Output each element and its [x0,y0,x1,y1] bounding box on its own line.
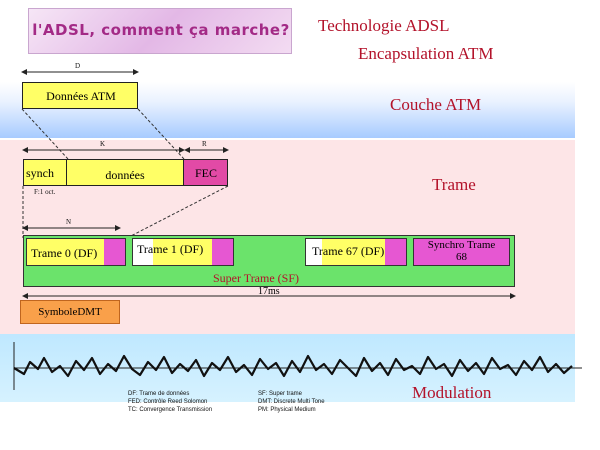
frame-67-data-segment [322,238,386,266]
dmt-waveform [13,354,573,378]
frame-1-label: Trame 1 (DF) [137,242,204,256]
fec-label: FEC [194,166,217,180]
legend-item: TC: Convergence Transmission [128,407,213,413]
frame-0-fec-segment [104,238,126,266]
atm-data-cell: Données ATM [22,82,138,109]
dmt-symbol-label: SymboleDMT [38,306,102,318]
title-banner: l'ADSL, comment ça marche? [28,8,292,54]
super-frame-label: Super Trame (SF) [213,271,300,285]
super-frame-duration: 17ms [258,286,280,297]
donnees-cell: données [67,159,184,186]
page-title-line2: Encapsulation ATM [358,44,494,63]
synch-cell: synch [23,159,67,186]
frame-1-fec-segment [212,238,234,266]
frame-1-data-segment [153,238,213,266]
banner-title: l'ADSL, comment ça marche? [32,21,290,39]
frame-1-synch-segment [132,238,154,266]
d-dimension-label: D [75,62,81,70]
legend-item: FED: Contrôle Reed Solomon [128,399,208,405]
frame-67-fec-segment [385,238,407,266]
synch-size-label: F:1 oct. [34,188,56,196]
legend-right: SF: Super trame DMT: Discrete Multi Tone… [258,390,325,414]
sync-frame-68-label-line1: Synchro Trame [427,239,496,251]
n-dimension-label: N [66,218,72,226]
synch-label: synch [26,166,54,180]
legend-item: PM: Physical Medium [258,407,316,413]
frame-0-label: Trame 0 (DF) [31,246,98,260]
fec-cell: FEC [183,159,228,186]
page-title-line1: Technologie ADSL [318,16,450,35]
atm-data-label: Données ATM [46,89,116,103]
trame-layer-label: Trame [432,175,476,194]
legend-left: DF: Trame de données FED: Contrôle Reed … [128,390,212,414]
atm-layer-label: Couche ATM [390,95,482,114]
frame-67-synch-segment [305,238,323,266]
legend-item: DF: Trame de données [128,391,190,397]
r-dimension-label: R [202,140,207,148]
frame-0-data-segment [45,238,105,266]
dmt-symbol-arrow: SymboleDMT [20,300,120,324]
sync-frame-68-label-line2: 68 [456,251,467,263]
frame-0-synch-segment [26,238,46,266]
legend-item: SF: Super trame [258,391,303,397]
k-dimension-label: K [100,140,106,148]
modulation-layer-label: Modulation [412,383,492,402]
frame-67-label: Trame 67 (DF) [312,244,385,258]
legend-item: DMT: Discrete Multi Tone [258,399,325,405]
donnees-label: données [105,168,145,182]
sync-frame-68 [413,238,510,266]
